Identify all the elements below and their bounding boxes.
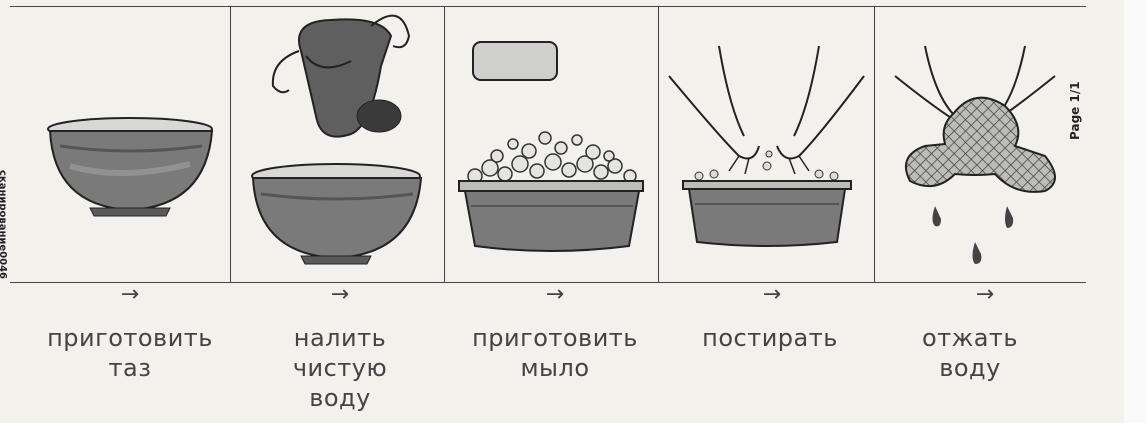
step-4-caption: постирать — [670, 323, 870, 353]
step-5-caption: отжать воду — [870, 323, 1070, 383]
wring-cloth-icon — [894, 45, 1056, 264]
page-edge — [1124, 0, 1146, 423]
divider-1 — [230, 6, 231, 282]
step-5-caption-line-2: воду — [939, 354, 1001, 382]
step-1-caption-line-2: таз — [108, 354, 152, 382]
soap-basin-icon — [458, 41, 644, 252]
step-2-caption-line-3: воду — [309, 384, 371, 412]
step-1-panel — [30, 6, 230, 282]
step-1-arrow: → — [120, 282, 140, 307]
bottom-rule — [10, 282, 1086, 283]
step-3-arrow: → — [545, 282, 565, 307]
step-3-panel — [445, 6, 658, 282]
washing-hands-icon — [668, 45, 865, 247]
step-5-arrow: → — [975, 282, 995, 307]
step-2-panel — [231, 6, 444, 282]
step-4-arrow: → — [762, 282, 782, 307]
pour-water-icon — [251, 14, 423, 265]
step-3-caption-line-1: приготовить — [472, 324, 638, 352]
top-rule — [10, 6, 1086, 7]
step-4-caption-line-1: постирать — [702, 324, 838, 352]
scan-label: сканирование0046 — [0, 170, 8, 280]
step-2-caption: налить чистую воду — [240, 323, 440, 413]
divider-4 — [874, 6, 875, 282]
step-3-caption: приготовить мыло — [445, 323, 665, 383]
basin-icon — [47, 117, 214, 217]
step-1-caption-line-1: приготовить — [47, 324, 213, 352]
step-2-caption-line-1: налить — [293, 324, 387, 352]
step-5-caption-line-1: отжать — [921, 324, 1019, 352]
step-4-panel — [659, 6, 874, 282]
step-2-arrow: → — [330, 282, 350, 307]
step-3-caption-line-2: мыло — [520, 354, 590, 382]
step-5-panel — [875, 6, 1086, 282]
step-2-caption-line-2: чистую — [292, 354, 388, 382]
divider-2 — [444, 6, 445, 282]
divider-3 — [658, 6, 659, 282]
step-1-caption: приготовить таз — [20, 323, 240, 383]
